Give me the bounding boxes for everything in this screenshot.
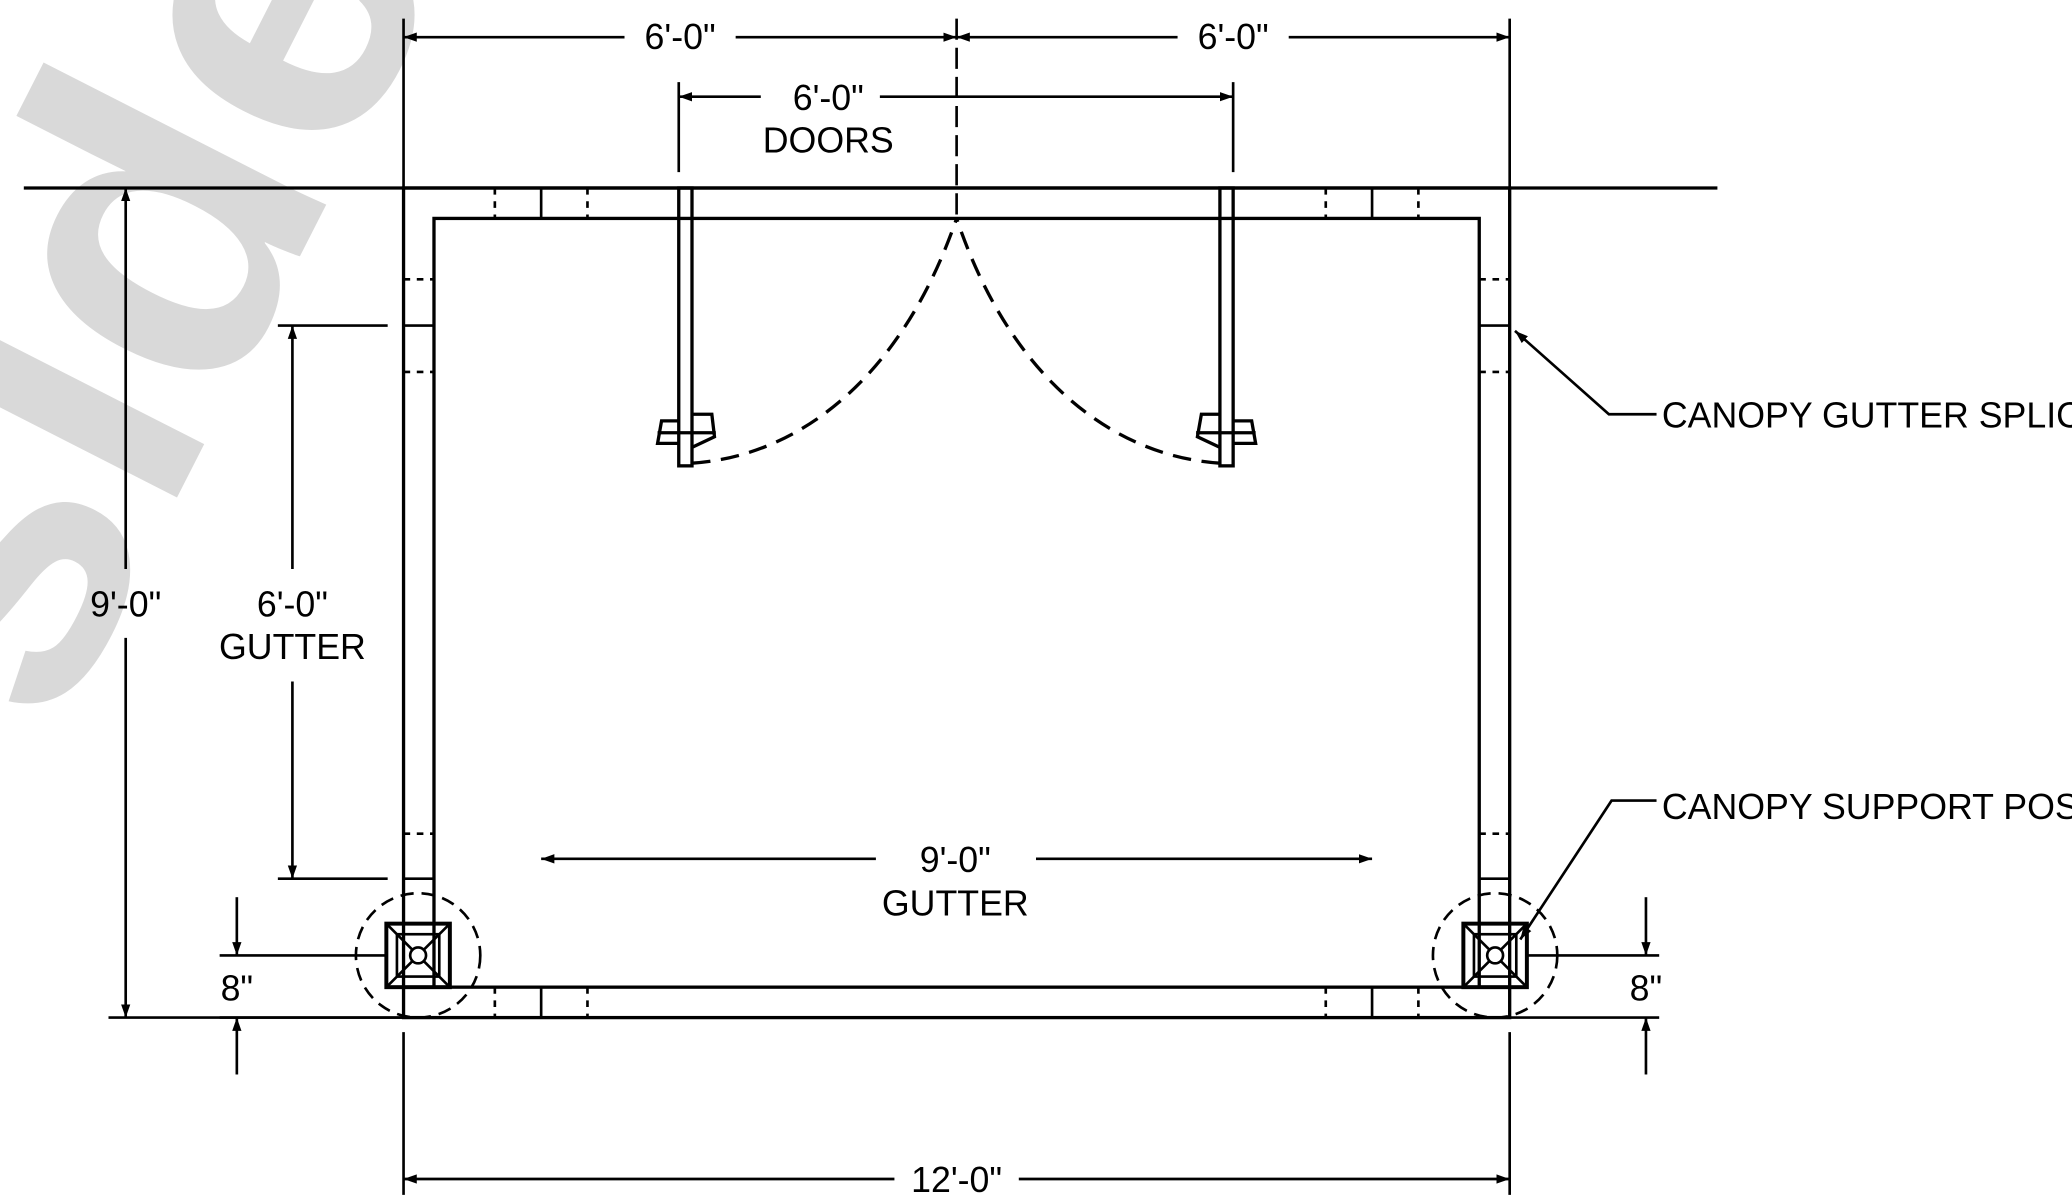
dim-left-post-size: 8" (221, 968, 254, 1008)
dim-top-right-width: 6'-0" (1198, 17, 1269, 57)
gutter-splices (403, 187, 1510, 1018)
dimension-lines (121, 32, 1651, 1184)
leader-lines (1514, 329, 1657, 941)
hidden-lines (403, 187, 1510, 1018)
callout-gutter-splice: CANOPY GUTTER SPLICE (1662, 395, 2072, 435)
dim-side-gutter-length: 6'-0" (257, 585, 328, 625)
dim-doors-width: 6'-0" (793, 78, 864, 118)
dim-front-gutter-label: GUTTER (882, 884, 1029, 924)
door-left (655, 186, 959, 468)
canopy-outer-outline (401, 186, 1512, 1020)
dim-side-gutter-label: GUTTER (219, 627, 366, 667)
extension-lines (108, 18, 1660, 1195)
dim-overall-depth: 9'-0" (90, 585, 161, 625)
door-handle-right (1195, 412, 1258, 449)
dim-top-left-width: 6'-0" (645, 17, 716, 57)
door-right (955, 186, 1258, 468)
dim-doors-label: DOORS (763, 120, 894, 160)
door-handle-left (655, 412, 717, 449)
dim-right-post-size: 8" (1630, 968, 1663, 1008)
dim-overall-width: 12'-0" (911, 1160, 1002, 1195)
callout-support-post: CANOPY SUPPORT POST (1662, 787, 2072, 827)
dim-front-gutter-length: 9'-0" (920, 840, 991, 880)
